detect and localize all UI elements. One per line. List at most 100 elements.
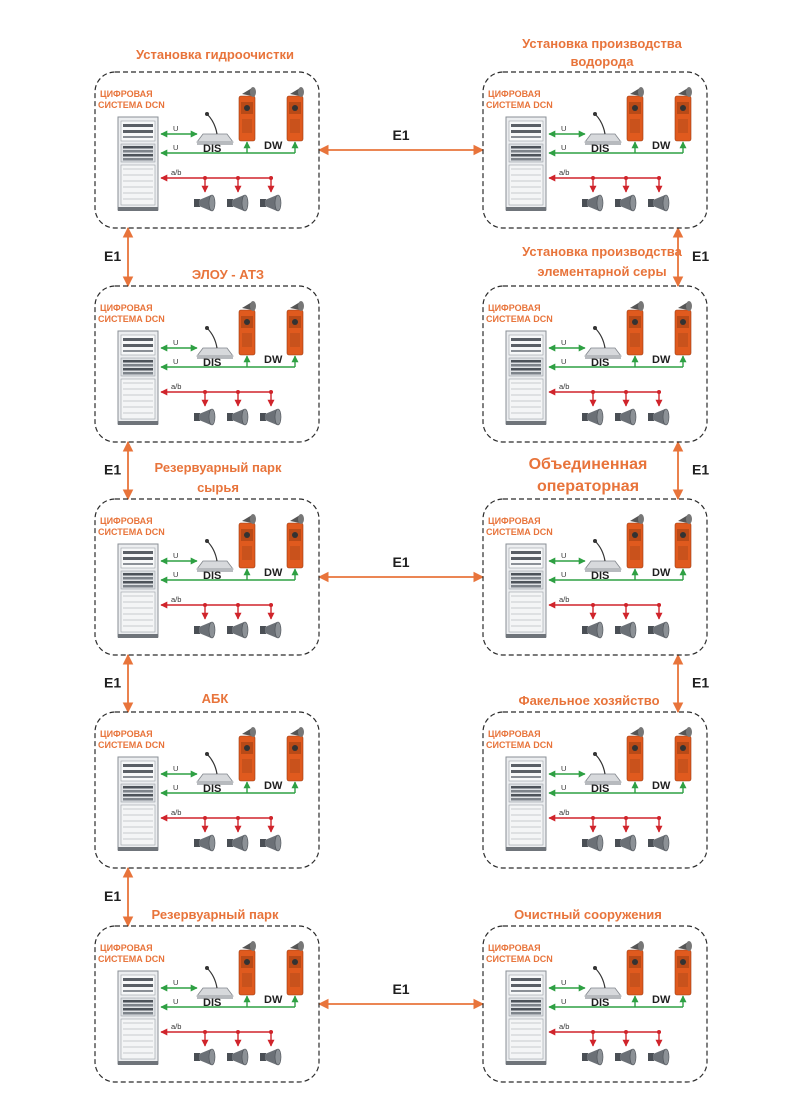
ab-label: a/b (559, 808, 569, 817)
microphone-station-icon (584, 966, 622, 999)
dcn-rack-icon (505, 116, 547, 211)
u-label-2: U (173, 357, 178, 366)
horn-speaker-icon-3 (260, 1048, 282, 1066)
dcn-rack-icon (505, 330, 547, 425)
system-label-line1: ЦИФРОВАЯ (488, 89, 541, 99)
horn-speaker-icon-2 (227, 834, 249, 852)
ab-label: a/b (559, 382, 569, 391)
dis-label: DIS (203, 997, 221, 1009)
horn-speaker-icon-3 (648, 1048, 670, 1066)
e1-label-10: E1 (392, 981, 409, 997)
ab-label: a/b (171, 808, 181, 817)
horn-speaker-icon-2 (227, 194, 249, 212)
horn-speaker-icon-1 (582, 834, 604, 852)
horn-speaker-icon-1 (194, 621, 216, 639)
system-label-line1: ЦИФРОВАЯ (488, 303, 541, 313)
dis-label: DIS (591, 783, 609, 795)
ab-label: a/b (171, 1022, 181, 1031)
e1-label-5: E1 (692, 462, 709, 478)
horn-speaker-icon-2 (615, 1048, 637, 1066)
ab-label: a/b (171, 168, 181, 177)
unit-border (94, 71, 320, 229)
u-label-2: U (561, 570, 566, 579)
u-label-1: U (561, 338, 566, 347)
horn-speaker-icon-2 (615, 621, 637, 639)
microphone-station-icon (196, 112, 234, 145)
dis-label: DIS (591, 997, 609, 1009)
unit-title-line-1: Факельное хозяйство (518, 693, 659, 708)
unit-title-line-1: Резервуарный парк (151, 907, 279, 922)
call-station-icon-2 (674, 514, 692, 569)
dw-label: DW (264, 140, 283, 152)
dcn-rack-icon (117, 970, 159, 1065)
system-label-line2: СИСТЕМА DCN (98, 314, 165, 324)
unit-title-line-2: водорода (571, 54, 635, 69)
dis-label: DIS (203, 570, 221, 582)
system-label-line2: СИСТЕМА DCN (486, 100, 553, 110)
dcn-rack-icon (117, 756, 159, 851)
horn-speaker-icon-2 (227, 1048, 249, 1066)
horn-speaker-icon-2 (615, 408, 637, 426)
system-label-line1: ЦИФРОВАЯ (100, 943, 153, 953)
call-station-icon-1 (626, 87, 644, 142)
microphone-station-icon (584, 326, 622, 359)
horn-speaker-icon-3 (648, 194, 670, 212)
horn-speaker-icon-1 (582, 1048, 604, 1066)
unit-border (94, 925, 320, 1083)
horn-speaker-icon-1 (582, 408, 604, 426)
unit-border (94, 711, 320, 869)
call-station-icon-2 (286, 301, 304, 356)
call-station-icon-2 (674, 87, 692, 142)
microphone-station-icon (584, 539, 622, 572)
dcn-rack-icon (117, 330, 159, 425)
horn-speaker-icon-2 (227, 621, 249, 639)
call-station-icon-1 (626, 301, 644, 356)
u-label-1: U (561, 551, 566, 560)
ab-label: a/b (559, 1022, 569, 1031)
dis-label: DIS (591, 570, 609, 582)
system-label-line1: ЦИФРОВАЯ (488, 729, 541, 739)
call-station-icon-2 (286, 87, 304, 142)
dcn-rack-icon (505, 543, 547, 638)
call-station-icon-2 (286, 941, 304, 996)
horn-speaker-icon-3 (648, 408, 670, 426)
unit-title-line-1: Объединенная (529, 456, 648, 473)
dw-label: DW (652, 140, 671, 152)
call-station-icon-1 (238, 301, 256, 356)
dw-label: DW (652, 567, 671, 579)
e1-label-3: E1 (692, 248, 709, 264)
dw-label: DW (264, 994, 283, 1006)
system-label-line1: ЦИФРОВАЯ (488, 943, 541, 953)
dcn-rack-icon (505, 756, 547, 851)
unit-border (94, 498, 320, 656)
horn-speaker-icon-1 (194, 834, 216, 852)
dcn-rack-icon (505, 970, 547, 1065)
unit-title-line-1: АБК (202, 691, 229, 706)
call-station-icon-1 (238, 87, 256, 142)
call-station-icon-2 (674, 941, 692, 996)
microphone-station-icon (196, 752, 234, 785)
horn-speaker-icon-3 (260, 834, 282, 852)
system-label-line2: СИСТЕМА DCN (486, 740, 553, 750)
horn-speaker-icon-1 (582, 194, 604, 212)
call-station-icon-2 (286, 727, 304, 782)
u-label-1: U (173, 551, 178, 560)
horn-speaker-icon-1 (582, 621, 604, 639)
dis-label: DIS (591, 357, 609, 369)
e1-label-6: E1 (392, 554, 409, 570)
call-station-icon-1 (626, 941, 644, 996)
dis-label: DIS (203, 143, 221, 155)
u-label-2: U (561, 143, 566, 152)
e1-label-2: E1 (104, 248, 121, 264)
unit-title-line-2: операторная (537, 478, 639, 495)
system-label-line1: ЦИФРОВАЯ (100, 729, 153, 739)
